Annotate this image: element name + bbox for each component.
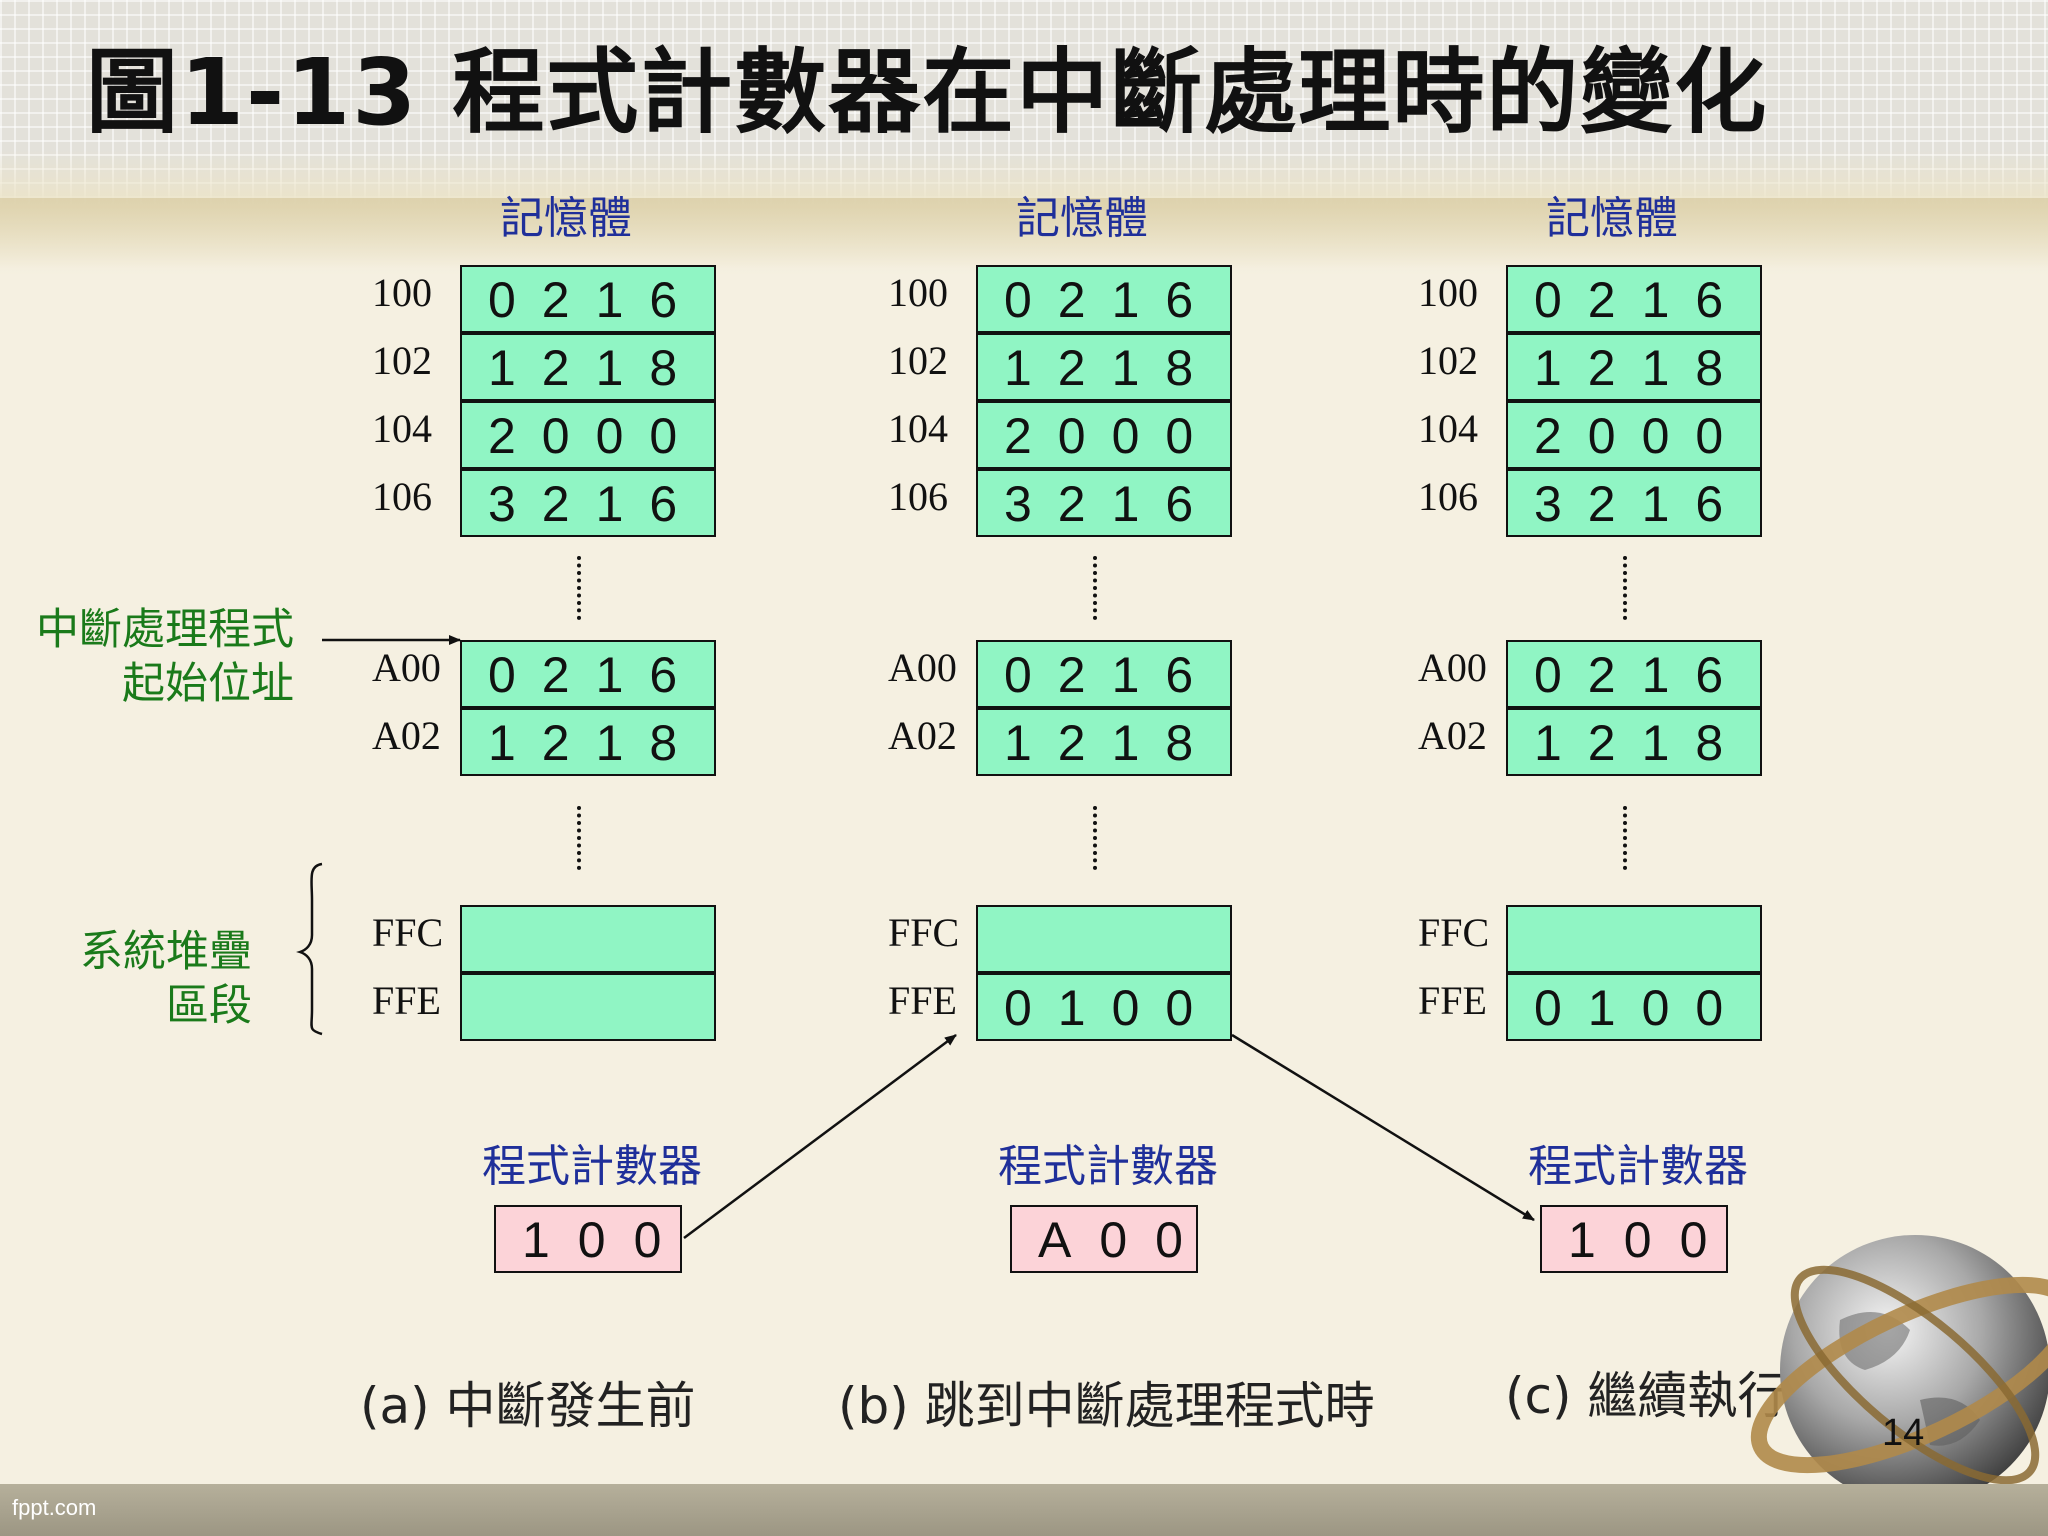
memory-label: 記憶體 <box>1016 193 1148 244</box>
stack-segment-label: 系統堆疊 區段 <box>80 925 252 1033</box>
memory-cell: 0100 <box>976 973 1232 1041</box>
ellipsis-dots <box>1623 556 1627 620</box>
memory-cell: 2000 <box>1506 401 1762 469</box>
ellipsis-dots <box>577 806 581 870</box>
slide-title: 圖1-13 程式計數器在中斷處理時的變化 <box>86 39 1769 146</box>
memory-address: A02 <box>888 713 957 758</box>
memory-cell: 1218 <box>976 333 1232 401</box>
memory-cell: 0100 <box>1506 973 1762 1041</box>
memory-label: 記憶體 <box>500 193 632 244</box>
memory-cell: 0216 <box>460 265 716 333</box>
ellipsis-dots <box>577 556 581 620</box>
memory-address: 104 <box>372 406 432 451</box>
program-counter-value: A00 <box>1010 1205 1198 1273</box>
memory-address: FFC <box>1418 910 1490 955</box>
program-counter-label: 程式計數器 <box>998 1141 1218 1192</box>
ellipsis-dots <box>1093 556 1097 620</box>
memory-address: FFE <box>888 978 957 1023</box>
stack-brace <box>296 862 323 1036</box>
memory-cell: 0216 <box>1506 640 1762 708</box>
memory-address: 106 <box>372 474 432 519</box>
memory-cell <box>460 973 716 1041</box>
memory-address: A00 <box>888 645 957 690</box>
footer-brand: fppt.com <box>12 1495 97 1520</box>
interrupt-label-line1: 中斷處理程式 <box>36 605 294 655</box>
footer-bar <box>0 1484 2048 1536</box>
memory-cell: 0216 <box>460 640 716 708</box>
program-counter-value: 100 <box>1540 1205 1728 1273</box>
push-return-arrow <box>683 1033 957 1240</box>
memory-address: 100 <box>888 270 948 315</box>
memory-address: 104 <box>888 406 948 451</box>
memory-address: FFE <box>372 978 441 1023</box>
memory-cell: 1218 <box>460 708 716 776</box>
memory-address: A00 <box>1418 645 1487 690</box>
memory-label: 記憶體 <box>1546 193 1678 244</box>
memory-cell: 2000 <box>976 401 1232 469</box>
memory-address: FFC <box>372 910 444 955</box>
memory-cell: 0216 <box>976 265 1232 333</box>
page-number: 14 <box>1882 1412 1925 1454</box>
memory-cell <box>976 905 1232 973</box>
memory-cell: 1218 <box>976 708 1232 776</box>
memory-address: FFE <box>1418 978 1487 1023</box>
program-counter-label: 程式計數器 <box>482 1141 702 1192</box>
memory-address: A00 <box>372 645 441 690</box>
memory-cell: 0216 <box>976 640 1232 708</box>
memory-address: 100 <box>372 270 432 315</box>
ellipsis-dots <box>1093 806 1097 870</box>
interrupt-label-line2: 起始位址 <box>122 659 294 709</box>
program-counter-label: 程式計數器 <box>1528 1141 1748 1192</box>
caption-c: (c) 繼續執行 <box>1505 1367 1788 1425</box>
header-band <box>0 198 2048 268</box>
memory-address: 102 <box>888 338 948 383</box>
memory-address: 100 <box>1418 270 1478 315</box>
memory-cell: 1218 <box>460 333 716 401</box>
program-counter-value: 100 <box>494 1205 682 1273</box>
memory-address: A02 <box>1418 713 1487 758</box>
interrupt-start-label: 中斷處理程式 起始位址 <box>36 603 294 711</box>
memory-address: 106 <box>1418 474 1478 519</box>
memory-address: 102 <box>1418 338 1478 383</box>
caption-a: (a) 中斷發生前 <box>360 1377 696 1435</box>
memory-cell: 3216 <box>976 469 1232 537</box>
memory-address: 102 <box>372 338 432 383</box>
memory-cell <box>1506 905 1762 973</box>
memory-address: 104 <box>1418 406 1478 451</box>
ellipsis-dots <box>1623 806 1627 870</box>
memory-address: FFC <box>888 910 960 955</box>
memory-address: A02 <box>372 713 441 758</box>
caption-b: (b) 跳到中斷處理程式時 <box>838 1377 1375 1435</box>
memory-cell: 3216 <box>460 469 716 537</box>
stack-label-line2: 區段 <box>166 981 252 1031</box>
memory-cell <box>460 905 716 973</box>
restore-pc-arrow <box>1231 1033 1535 1222</box>
memory-cell: 1218 <box>1506 333 1762 401</box>
stack-label-line1: 系統堆疊 <box>80 927 252 977</box>
memory-cell: 1218 <box>1506 708 1762 776</box>
memory-cell: 0216 <box>1506 265 1762 333</box>
memory-cell: 3216 <box>1506 469 1762 537</box>
memory-cell: 2000 <box>460 401 716 469</box>
memory-address: 106 <box>888 474 948 519</box>
